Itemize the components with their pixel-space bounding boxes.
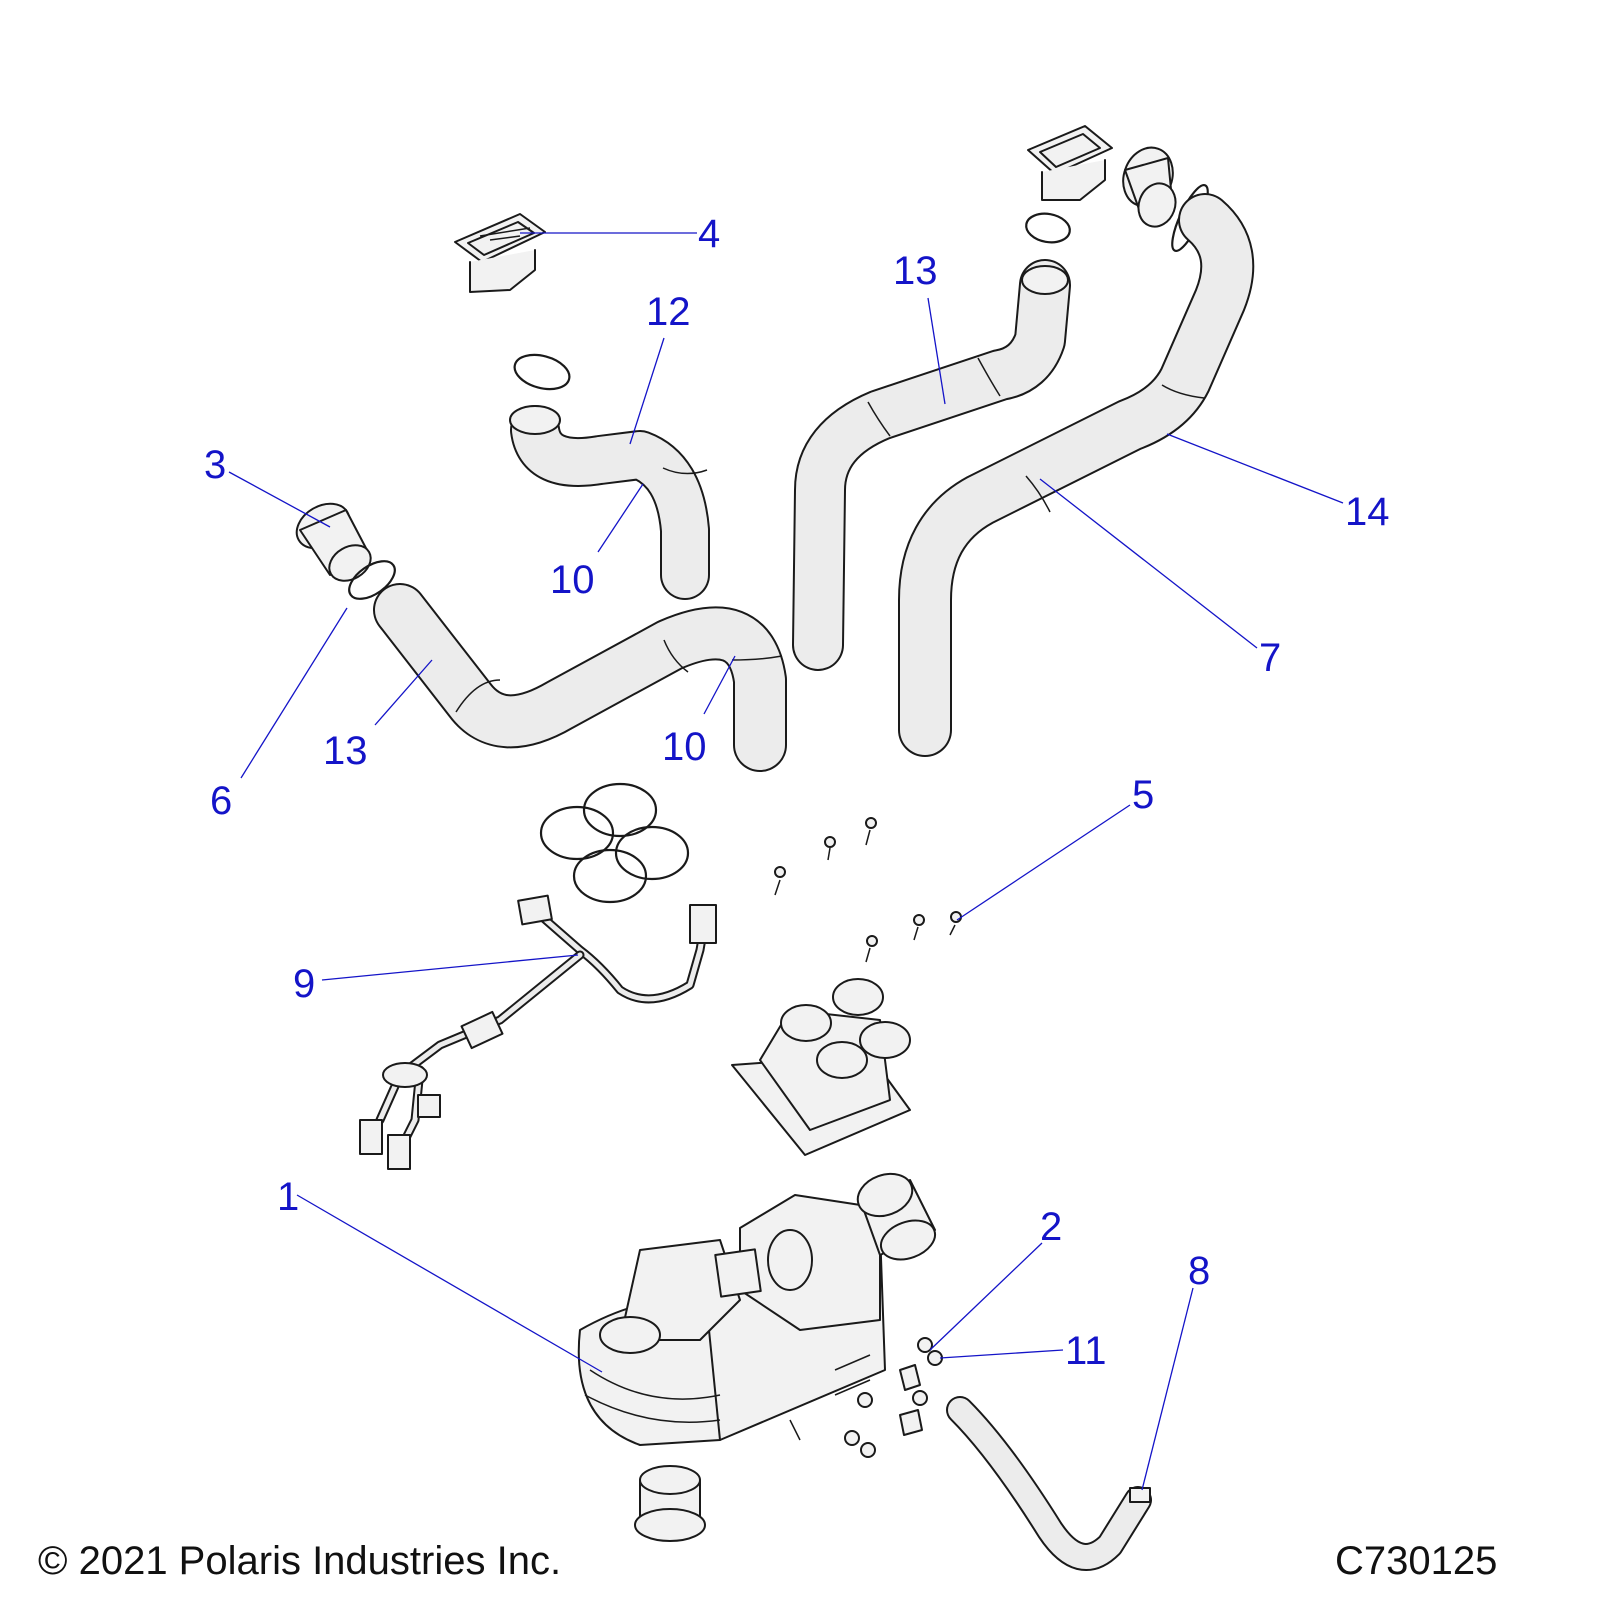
leader-11: [939, 1349, 1064, 1359]
callout-10a: 10: [550, 558, 595, 602]
callout-6: 6: [210, 779, 232, 823]
callout-10b: 10: [662, 725, 707, 769]
quad-ring-gasket: [539, 782, 690, 904]
round-outlet-lower: [634, 1465, 706, 1542]
leader-12: [629, 337, 665, 445]
leader-8: [1141, 1287, 1194, 1491]
wiring-harness: [359, 894, 717, 1170]
leader-lines: [228, 232, 1344, 1491]
leader-5: [956, 804, 1131, 921]
vent-louver-left: [454, 213, 546, 293]
leader-1: [296, 1194, 603, 1373]
duct-adapter-left: [295, 502, 372, 582]
duct-13-left: [373, 583, 787, 772]
callout-1: 1: [277, 1175, 299, 1219]
drawing-code: C730125: [1335, 1539, 1497, 1583]
callout-5: 5: [1132, 773, 1154, 817]
leader-13b: [927, 297, 946, 405]
leader-6: [240, 607, 348, 779]
callout-12: 12: [646, 290, 691, 334]
leader-13a: [374, 659, 433, 726]
leader-7: [1039, 478, 1258, 649]
hose-fittings: [789, 1337, 943, 1458]
leader-9: [321, 954, 579, 981]
leader-14: [1166, 433, 1344, 504]
callout-7: 7: [1259, 636, 1281, 680]
vent-louver-right: [1027, 125, 1113, 201]
callout-14: 14: [1345, 490, 1390, 534]
duct-13-right: [792, 259, 1071, 671]
leader-2: [929, 1242, 1043, 1351]
duct-adapter-right: [1122, 146, 1177, 228]
heater-blower-assembly: [577, 1194, 886, 1446]
callout-4: 4: [698, 212, 720, 256]
copyright-text: © 2021 Polaris Industries Inc.: [38, 1539, 561, 1583]
callout-9: 9: [293, 962, 315, 1006]
round-outlet-upper: [856, 1172, 937, 1261]
elbow-duct-12: [509, 405, 710, 600]
leader-10b: [703, 655, 736, 715]
heater-hose: [946, 1396, 1152, 1571]
screws: [774, 817, 962, 963]
callout-8: 8: [1188, 1249, 1210, 1293]
callouts: 4 12 10 3 6 13 10 13 14 7 5 9 1 2 11 8: [204, 212, 1390, 1373]
duct-14: [898, 193, 1255, 757]
leader-3: [228, 471, 331, 528]
distribution-box: [731, 978, 911, 1156]
callout-11: 11: [1065, 1329, 1107, 1373]
callout-13b: 13: [893, 249, 938, 293]
callout-13a: 13: [323, 729, 368, 773]
leader-10a: [597, 483, 644, 553]
callout-2: 2: [1040, 1205, 1062, 1249]
callout-3: 3: [204, 443, 226, 487]
